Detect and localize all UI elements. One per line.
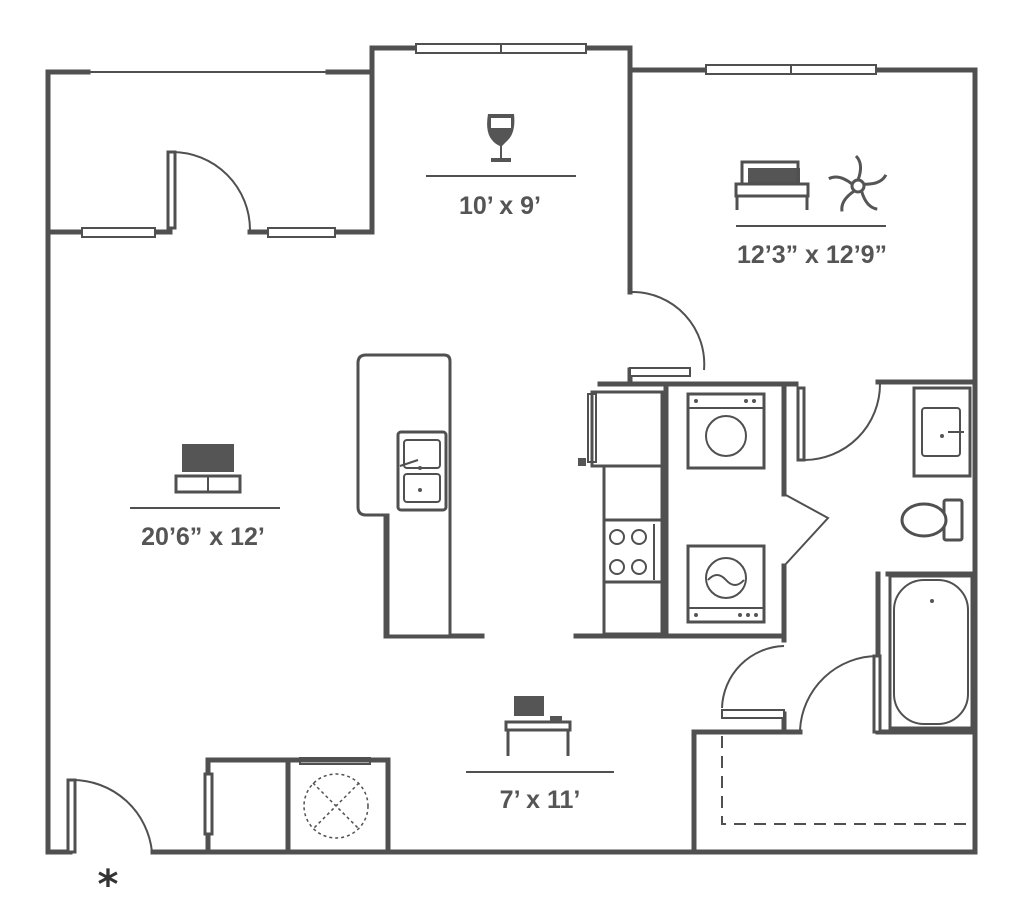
washer-icon (686, 544, 766, 624)
windows (81, 43, 877, 719)
ceiling-fan-icon (828, 154, 888, 212)
sink-icon (396, 430, 448, 512)
living-room: 20’6” x 12’ (130, 444, 280, 551)
dining-dimensions: 10’ x 9’ (459, 192, 541, 220)
window (267, 227, 336, 238)
window (629, 367, 691, 377)
bathroom-sink-icon (912, 386, 972, 478)
laundry (686, 392, 766, 624)
wine-glass-icon (487, 114, 515, 162)
refrigerator (578, 390, 664, 468)
dining-room: 10’ x 9’ (426, 114, 576, 220)
dryer-icon (686, 392, 766, 470)
doors (66, 150, 882, 854)
study-area: 7’ x 11’ (466, 696, 614, 814)
hvac-unit (299, 757, 371, 839)
study-dimensions: 7’ x 11’ (500, 786, 581, 814)
bathroom (888, 386, 974, 730)
closet-shelf (721, 736, 975, 825)
entry-marker: * (98, 862, 119, 901)
kitchen (356, 353, 664, 638)
bed-icon (734, 160, 810, 210)
bedroom-dimensions: 12’3” x 12’9” (737, 241, 887, 269)
bathtub-icon (888, 574, 974, 730)
window (721, 709, 785, 719)
walls (45, 45, 978, 855)
tv-icon (174, 444, 242, 494)
stove-icon (602, 518, 664, 584)
living-dimensions: 20’6” x 12’ (141, 523, 265, 551)
window (81, 227, 156, 238)
toilet-icon (900, 498, 964, 542)
desk-icon (504, 696, 572, 756)
bedroom: 12’3” x 12’9” (734, 154, 888, 269)
